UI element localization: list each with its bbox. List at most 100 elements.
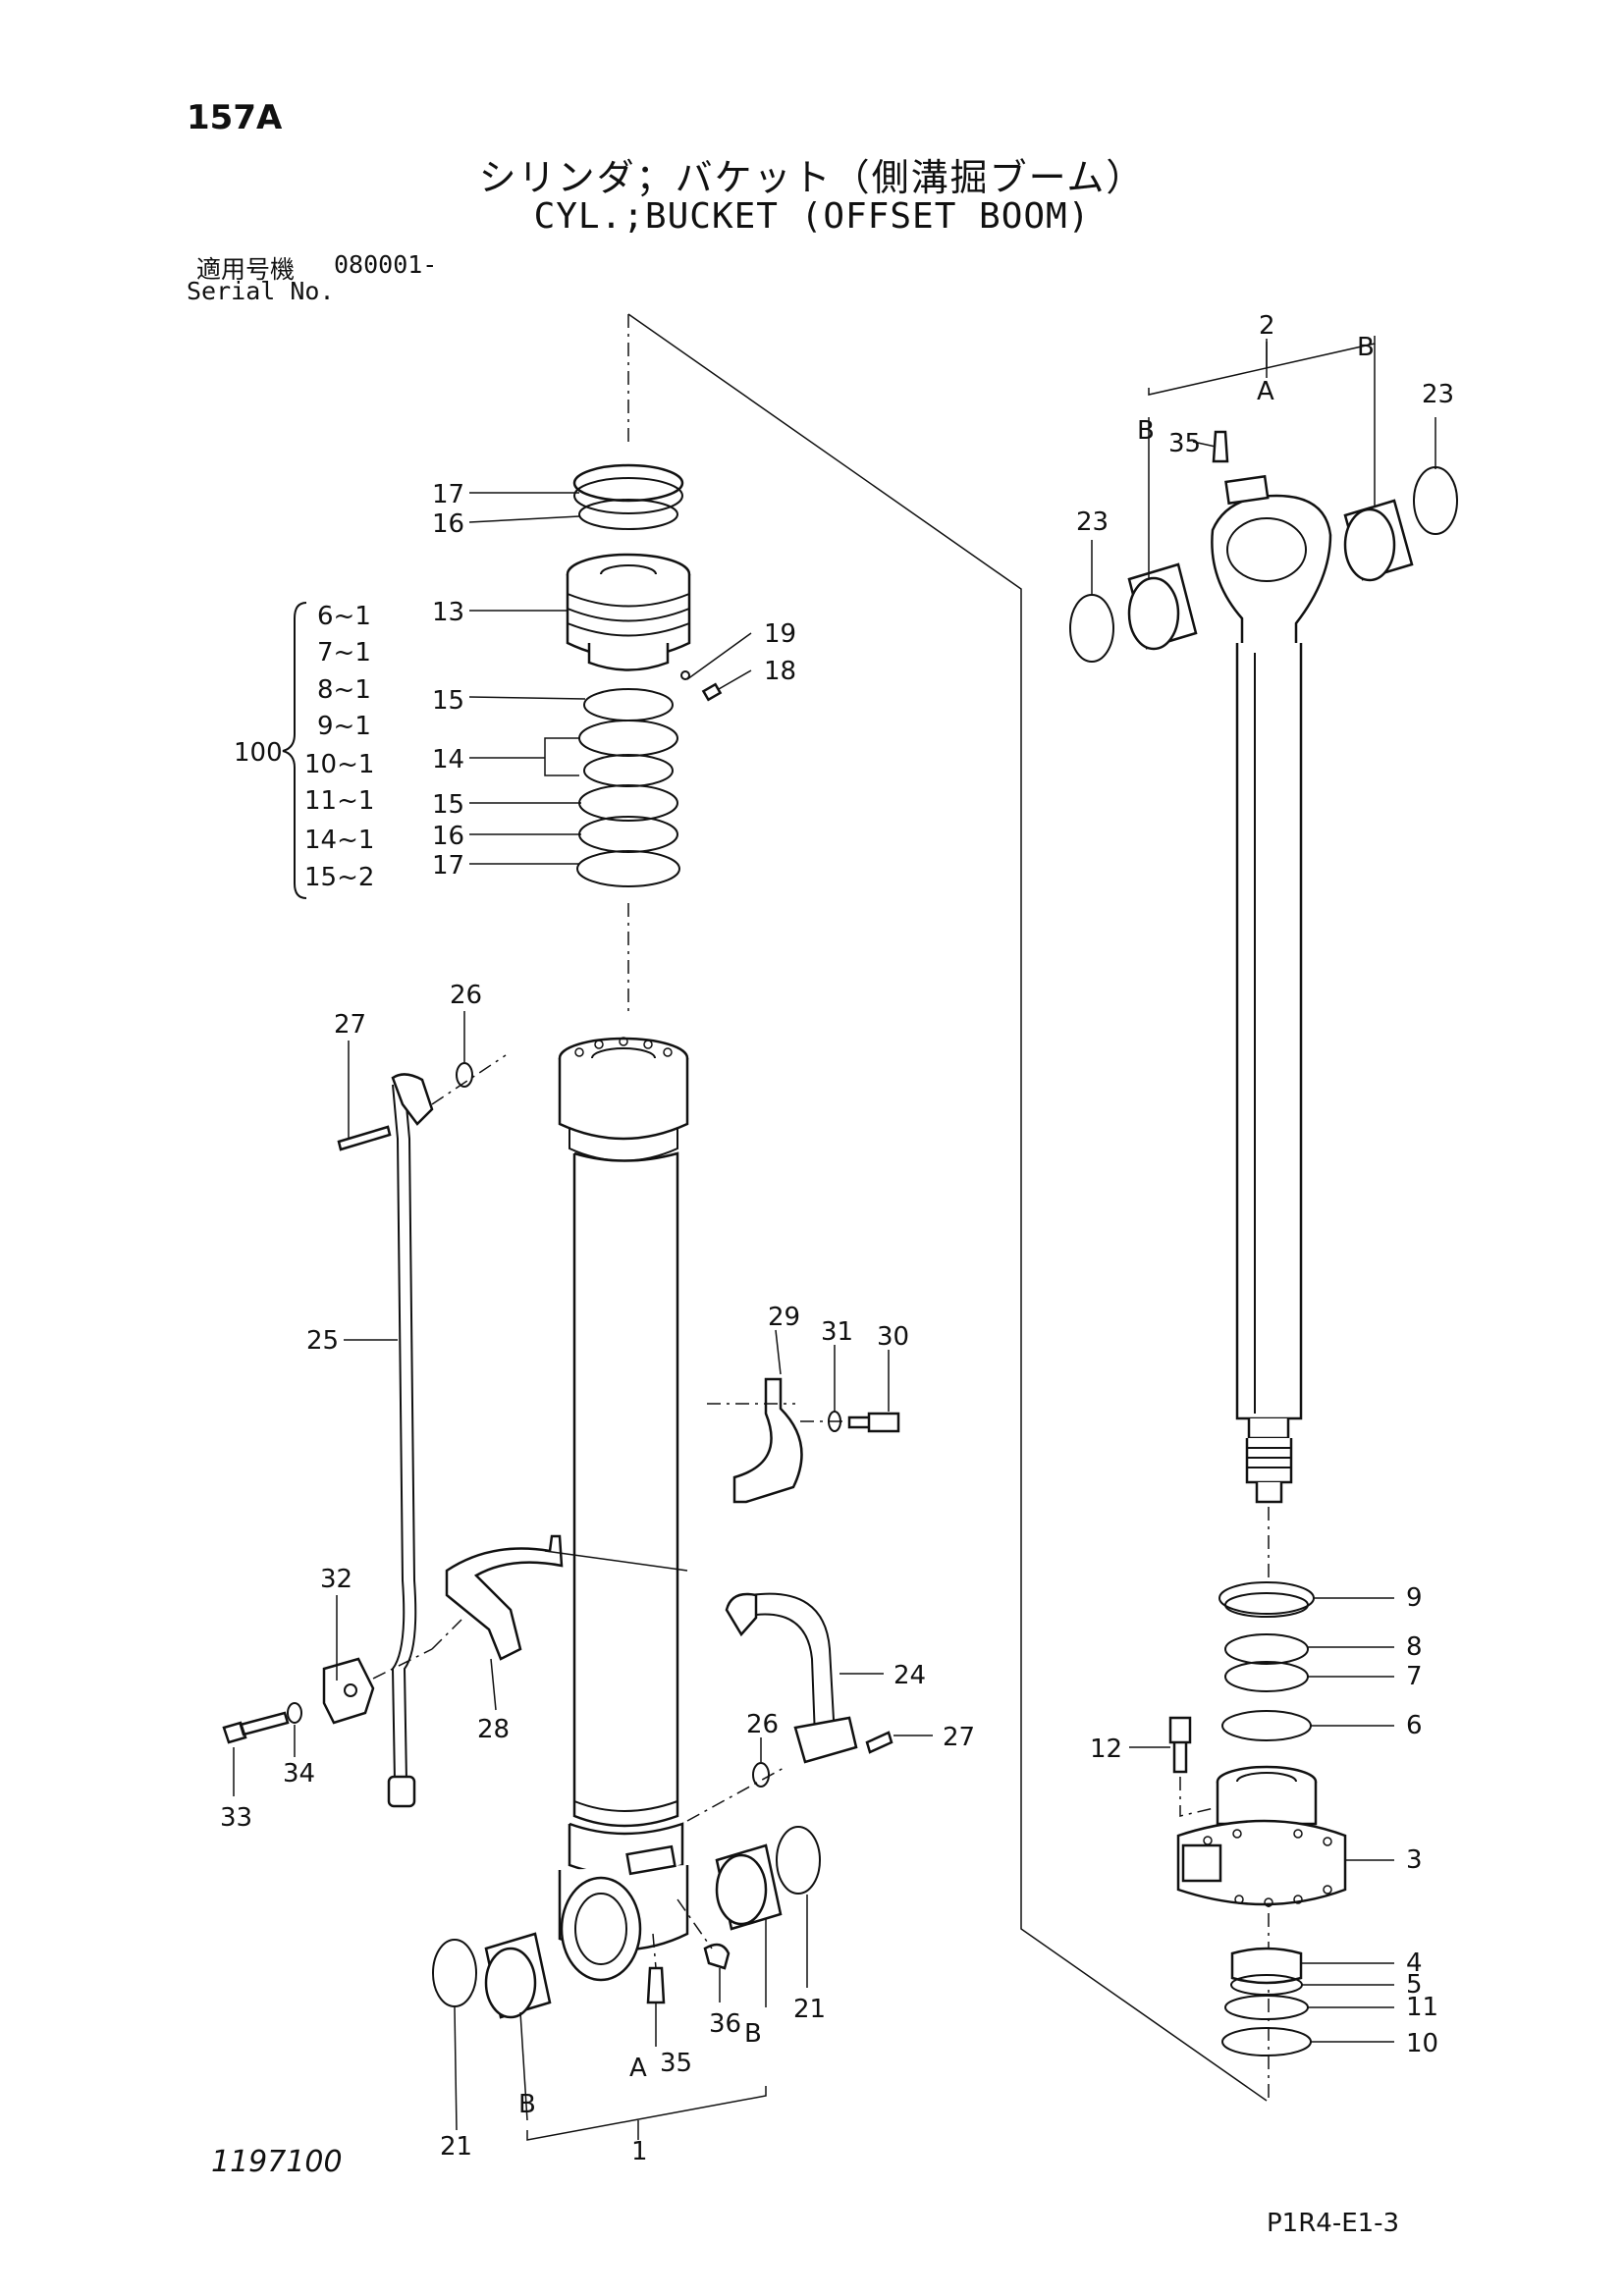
callout-label: 29 bbox=[768, 1303, 800, 1332]
o-ring-part bbox=[752, 1762, 770, 1788]
callout-label: 27 bbox=[943, 1723, 975, 1752]
callout-label: 13 bbox=[432, 598, 464, 627]
drawing-number: 1197100 bbox=[211, 2145, 343, 2179]
o-ring-part bbox=[1221, 2027, 1312, 2056]
callout-label: 32 bbox=[320, 1565, 352, 1594]
callout-label: 11 bbox=[1406, 1993, 1438, 2022]
callout-label: 15 bbox=[432, 686, 464, 716]
callout-label: 8 bbox=[1406, 1632, 1423, 1662]
callout-label: 24 bbox=[893, 1661, 926, 1690]
clamp-part bbox=[322, 1657, 375, 1725]
callout-label: 17 bbox=[432, 851, 464, 881]
callout-label: 16 bbox=[432, 822, 464, 851]
callout-label: 28 bbox=[477, 1715, 510, 1744]
steel-ball-part bbox=[680, 670, 690, 680]
callout-label: 7 bbox=[1406, 1662, 1423, 1691]
seal-part bbox=[1069, 594, 1114, 663]
callout-label: 5 bbox=[1406, 1970, 1423, 2000]
assembly-frame-line bbox=[627, 313, 1268, 2102]
seal-part bbox=[1413, 466, 1458, 535]
plug-part bbox=[703, 1943, 731, 1970]
kit-item: 8~1 bbox=[317, 675, 371, 705]
piston-seal-rings bbox=[576, 688, 680, 887]
back-up-ring-part bbox=[1224, 1633, 1309, 1665]
bushing-part bbox=[1230, 1947, 1303, 1985]
seal-part bbox=[432, 1939, 477, 2007]
bushing-part bbox=[1343, 499, 1414, 582]
callout-label: 18 bbox=[764, 657, 796, 686]
bolt-part bbox=[865, 1731, 893, 1754]
callout-label: 16 bbox=[432, 509, 464, 539]
callout-label: 21 bbox=[793, 1995, 826, 2024]
callout-label: A bbox=[1257, 377, 1274, 406]
o-ring-part bbox=[456, 1062, 473, 1088]
buffer-ring-part bbox=[1221, 1710, 1312, 1741]
callout-label: 35 bbox=[1168, 429, 1201, 458]
title-english: CYL.;BUCKET (OFFSET BOOM) bbox=[533, 196, 1091, 237]
callout-label: 23 bbox=[1076, 507, 1109, 537]
callout-label: 19 bbox=[764, 619, 796, 649]
band-part bbox=[445, 1534, 564, 1661]
callout-label: 23 bbox=[1422, 380, 1454, 409]
kit-item: 15~2 bbox=[304, 863, 374, 892]
bushing-part bbox=[484, 1932, 552, 2019]
kit-item: 14~1 bbox=[304, 826, 374, 855]
kit-bracket bbox=[282, 602, 307, 899]
callout-label: 12 bbox=[1090, 1735, 1122, 1764]
callout-label: 31 bbox=[821, 1317, 853, 1347]
page-code: P1R4-E1-3 bbox=[1267, 2209, 1400, 2238]
callout-label: 35 bbox=[660, 2049, 692, 2078]
callout-label: 4 bbox=[1406, 1949, 1423, 1978]
callout-label: 9 bbox=[1406, 1583, 1423, 1613]
callout-label: 26 bbox=[746, 1710, 779, 1739]
pipe-part bbox=[725, 1592, 858, 1764]
kit-item: 6~1 bbox=[317, 602, 371, 631]
assembly-bracket-1 bbox=[526, 2086, 767, 2141]
bolt-part bbox=[847, 1412, 900, 1433]
bushing-part bbox=[1127, 562, 1198, 651]
kit-item: 11~1 bbox=[304, 786, 374, 816]
bolt-part bbox=[222, 1711, 290, 1744]
wear-ring-part bbox=[572, 463, 684, 530]
grease-nipple-part bbox=[1212, 430, 1229, 463]
callout-label: 21 bbox=[440, 2132, 472, 2162]
kit-item: 7~1 bbox=[317, 638, 371, 667]
cylinder-head-part bbox=[1176, 1765, 1347, 1907]
callout-label: 6 bbox=[1406, 1711, 1423, 1740]
callout-label: 17 bbox=[432, 480, 464, 509]
callout-label: 10 bbox=[1406, 2029, 1438, 2058]
kit-number: 100 bbox=[234, 738, 283, 768]
leader-lines bbox=[233, 342, 1436, 2131]
piston-part bbox=[566, 553, 691, 671]
callout-label: A bbox=[629, 2054, 647, 2083]
callout-label: 2 bbox=[1259, 311, 1275, 341]
callout-label: 15 bbox=[432, 790, 464, 820]
serial-label-japanese: 適用号機 bbox=[196, 255, 296, 284]
back-up-ring-part bbox=[1224, 1995, 1309, 2020]
band-part bbox=[732, 1377, 803, 1504]
washer-part bbox=[287, 1702, 302, 1724]
kit-item: 9~1 bbox=[317, 712, 371, 741]
kit-item: 10~1 bbox=[304, 750, 374, 779]
kit-list: 100 6~1 7~1 8~1 9~1 10~1 11~1 14~1 15~2 bbox=[234, 602, 374, 892]
callout-label: 26 bbox=[450, 981, 482, 1010]
callout-label: 30 bbox=[877, 1322, 909, 1352]
page-number: 157A bbox=[187, 98, 283, 137]
cylinder-tube-part bbox=[558, 1037, 689, 1982]
callout-label: 27 bbox=[334, 1010, 366, 1040]
u-ring-part bbox=[1224, 1661, 1309, 1692]
callout-label: 33 bbox=[220, 1803, 252, 1833]
part-callouts: 17 16 13 19 18 15 14 15 16 17 27 26 25 2… bbox=[220, 311, 1454, 2166]
piston-rod-part bbox=[1211, 474, 1332, 1504]
callout-label: 25 bbox=[306, 1326, 339, 1356]
pipe-part bbox=[387, 1073, 434, 1808]
callout-label: 34 bbox=[283, 1759, 315, 1789]
callout-label: B bbox=[744, 2019, 762, 2049]
callout-label: B bbox=[518, 2090, 536, 2119]
grease-nipple-part bbox=[646, 1966, 666, 2004]
seal-part bbox=[776, 1826, 821, 1895]
title-japanese: シリンダ；バケット（側溝掘ブーム） bbox=[478, 156, 1146, 199]
callout-label: 14 bbox=[432, 745, 464, 774]
callout-label: B bbox=[1357, 333, 1375, 362]
